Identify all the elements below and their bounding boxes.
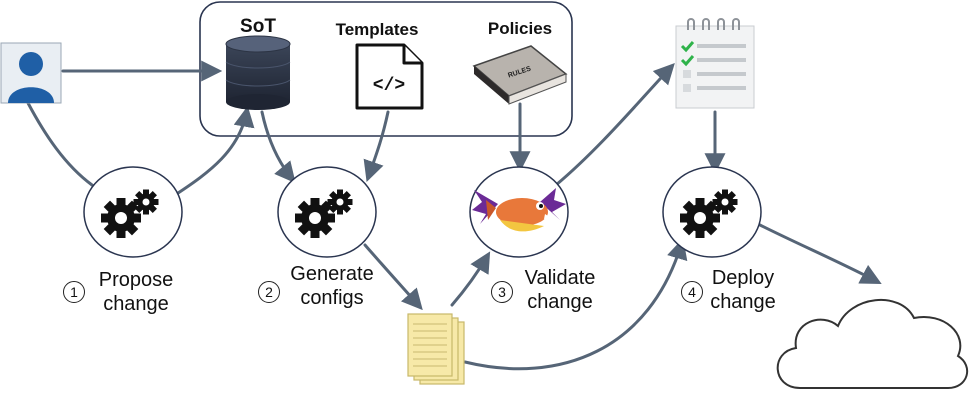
policies-label: Policies [487,19,553,38]
generate-configs-node [277,166,377,258]
checklist-icon [675,18,755,109]
propose-change-node [83,166,183,258]
step-label-line2: configs [300,287,364,309]
code-file-icon: </> [355,43,424,110]
step-label-line1: Deploy [711,267,775,289]
flow-arrows [26,60,882,371]
rules-book-icon: RULES [472,45,568,105]
cloud-icon [776,298,969,389]
templates-label: Templates [335,20,419,39]
step-label: Propose change [88,268,184,316]
arrow-generate-to-files [363,243,423,311]
step-label-line1: Validate [524,267,596,289]
step-label: Deploy change [702,266,784,314]
arrow-propose-to-sot [173,105,255,197]
step-number-badge: 1 [63,281,85,303]
validate-change-node [469,166,569,258]
step-label-line1: Propose [98,269,174,291]
config-files-icon [407,313,465,385]
database-icon [225,35,291,110]
step-label: Validate change [512,266,608,314]
batfish-icon [472,188,566,232]
step-number-badge: 4 [681,281,703,303]
user-icon [0,42,62,104]
arrow-sot-to-generate [260,110,296,184]
arrow-files-to-validate [450,251,491,307]
step-label-line2: change [527,291,593,313]
deploy-change-node [662,166,762,258]
step-label: Generate configs [280,262,384,310]
arrow-deploy-to-cloud [758,223,882,284]
step-number-badge: 2 [258,281,280,303]
arrow-validate-to-checklist [554,62,675,187]
step-label-line2: change [103,293,169,315]
sot-label: SoT [240,16,276,37]
step-label-line1: Generate [290,263,374,285]
arrow-templates-to-generate [363,110,390,182]
code-file-symbol: </> [373,76,405,96]
arrow-files-to-deploy [463,237,688,371]
arrow-user-to-propose [26,101,94,187]
step-number-badge: 3 [491,281,513,303]
step-label-line2: change [710,291,776,313]
